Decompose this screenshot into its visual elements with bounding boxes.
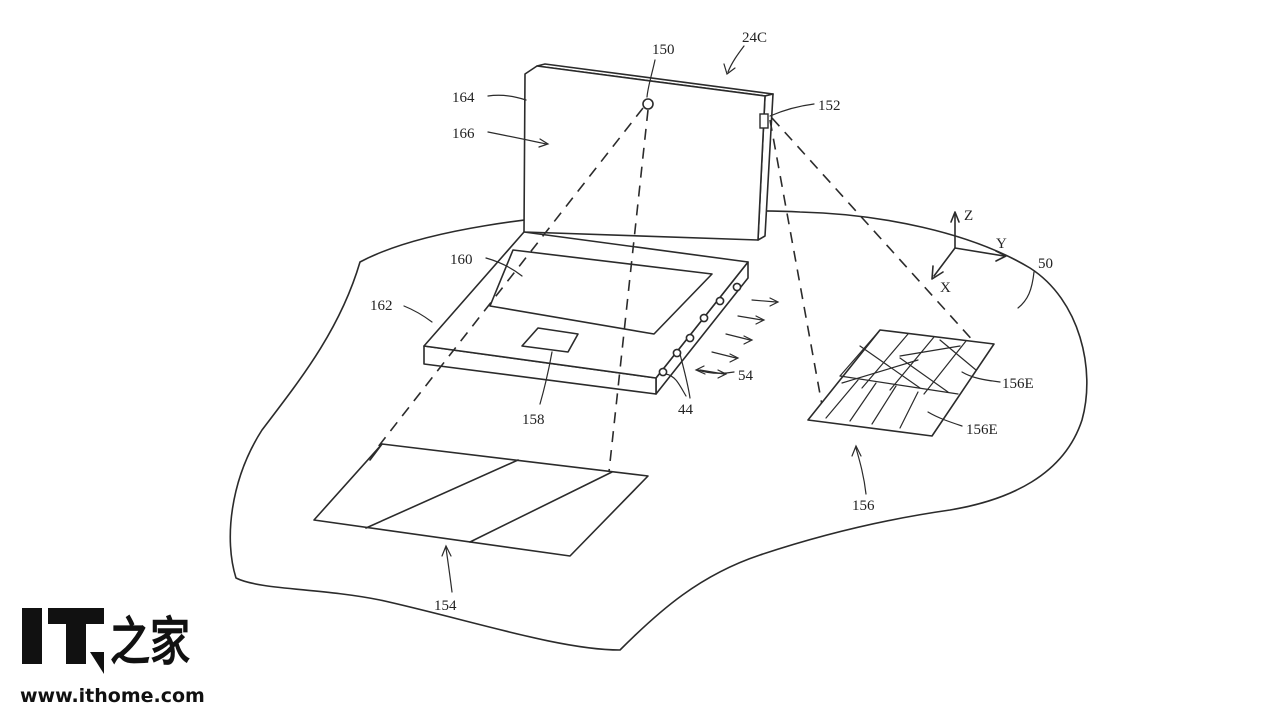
trackpad [521, 327, 579, 353]
axis-z-label: Z [964, 208, 973, 224]
projection-156 [807, 329, 995, 437]
label-44: 44 [678, 402, 694, 418]
sensor-dot [672, 348, 682, 358]
axis-y-label: Y [996, 236, 1007, 252]
top-projector [642, 98, 654, 110]
axis-x-label: X [940, 280, 951, 296]
label-156E-lower: 156E [966, 422, 998, 438]
projection-154 [313, 443, 649, 557]
label-54: 54 [738, 368, 754, 384]
label-160: 160 [450, 252, 473, 268]
sensor-dots [658, 282, 742, 377]
sensor-dot [715, 296, 725, 306]
label-162: 162 [370, 298, 393, 314]
label-154: 154 [434, 598, 457, 614]
label-50: 50 [1038, 256, 1053, 272]
watermark-logo: 之家 [22, 608, 190, 674]
display [489, 249, 713, 335]
sensor-dot [699, 313, 709, 323]
label-152: 152 [818, 98, 841, 114]
label-150: 150 [652, 42, 675, 58]
side-projector [759, 113, 769, 129]
leader-lines [403, 45, 1035, 593]
label-156E-upper: 156E [1002, 376, 1034, 392]
axes-indicator: Z Y X [931, 208, 1007, 296]
label-158: 158 [522, 412, 545, 428]
projection-beams [373, 107, 977, 519]
watermark-url: www.ithome.com [20, 685, 205, 707]
lid-face [523, 65, 766, 241]
reference-numerals: 24C 150 152 164 166 160 162 158 44 54 50… [370, 30, 1053, 614]
svg-text:之家: 之家 [110, 613, 190, 673]
light-arrows [699, 297, 780, 379]
sensor-dot [732, 282, 742, 292]
label-164: 164 [452, 90, 475, 106]
label-24C: 24C [742, 30, 767, 46]
label-166: 166 [452, 126, 475, 142]
sensor-dot [658, 367, 668, 377]
label-156: 156 [852, 498, 875, 514]
sensor-dot [685, 333, 695, 343]
